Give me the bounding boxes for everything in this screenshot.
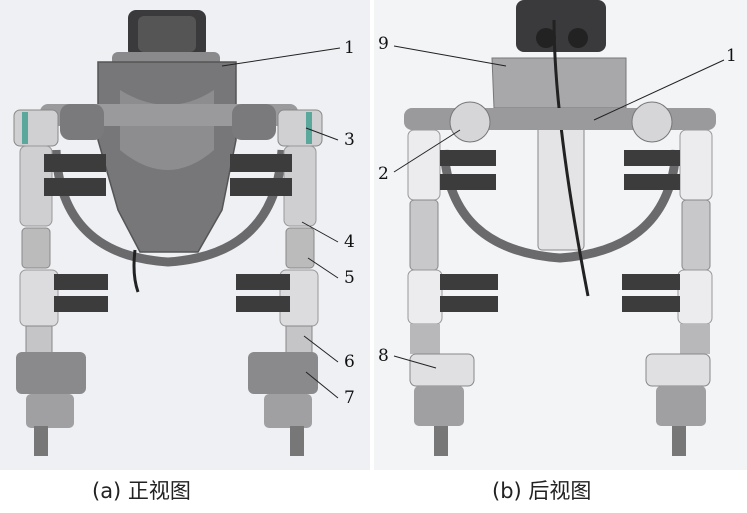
callout-label: 9	[378, 34, 389, 54]
back-view-exoskeleton-drawing	[393, 0, 725, 456]
callout-label: 1	[344, 38, 355, 58]
callout-label: 1	[726, 46, 737, 66]
callout-label: 8	[378, 346, 389, 366]
back-view-caption: (b) 后视图	[492, 479, 592, 503]
front-view-exoskeleton-drawing	[13, 10, 341, 456]
front-view-panel: 1 3 4 5 6 7	[0, 0, 370, 470]
callout-label: 3	[344, 130, 355, 150]
callout-label: 7	[344, 388, 355, 408]
callout-label: 6	[344, 352, 355, 372]
back-view-panel: 9 1 2 8	[374, 0, 747, 470]
callout-label: 5	[344, 268, 355, 288]
front-view-caption: (a) 正视图	[92, 479, 191, 503]
callout-label: 4	[344, 232, 355, 252]
callout-label: 2	[378, 164, 389, 184]
